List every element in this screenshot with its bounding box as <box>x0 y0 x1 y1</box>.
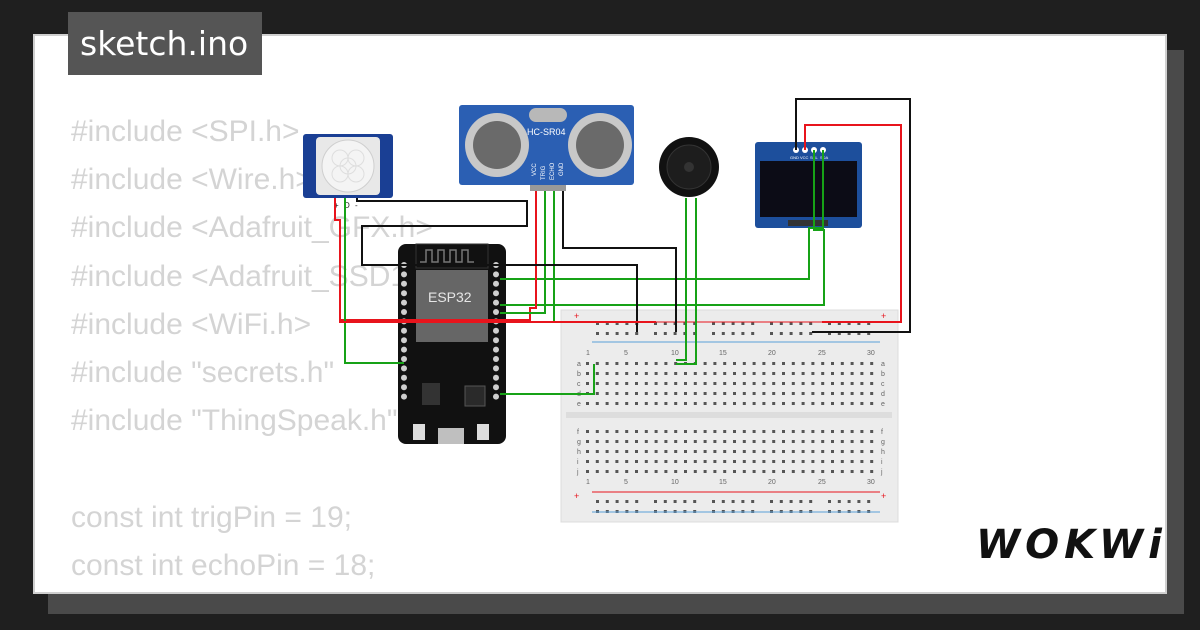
svg-text:g: g <box>881 439 885 446</box>
pir-pin-vcc: + <box>334 201 339 210</box>
svg-text:a: a <box>881 361 885 368</box>
wire-esp-buzzer <box>500 364 595 395</box>
pir-lens-pattern <box>331 149 365 183</box>
esp32-pin-headers <box>401 262 499 400</box>
column-number: 1 <box>586 350 590 357</box>
column-number: 10 <box>671 350 679 357</box>
rail-plus-label: + <box>881 311 886 321</box>
wire-buzzer-2 <box>676 198 697 365</box>
wire-ultra-trig <box>500 191 546 314</box>
svg-text:i: i <box>881 459 883 466</box>
column-number: 25 <box>818 350 826 357</box>
code-line: const int trigPin = 19; <box>71 500 352 534</box>
column-number: 30 <box>867 350 875 357</box>
buzzer[interactable] <box>659 137 719 197</box>
column-number: 30 <box>867 479 875 486</box>
svg-text:GND: GND <box>559 162 565 176</box>
pir-sensor[interactable]: + D - <box>303 134 393 210</box>
boot-button[interactable] <box>413 424 425 440</box>
pir-pin-gnd: - <box>355 201 358 210</box>
column-number: 1 <box>586 479 590 486</box>
svg-text:f: f <box>881 429 883 436</box>
svg-text:e: e <box>577 401 581 408</box>
column-number: 20 <box>768 350 776 357</box>
svg-text:SDA: SDA <box>820 155 829 160</box>
code-line: #include "secrets.h" <box>71 355 335 389</box>
code-line: #include <Wire.h> <box>71 163 313 197</box>
svg-text:GND: GND <box>790 155 799 160</box>
wire-oled-gnd <box>795 98 911 333</box>
svg-text:b: b <box>577 371 581 378</box>
svg-text:c: c <box>881 381 885 388</box>
esp32-shield <box>416 270 488 342</box>
svg-text:e: e <box>881 401 885 408</box>
rail-plus-label: + <box>574 491 579 501</box>
wires <box>334 98 911 395</box>
column-number: 15 <box>719 479 727 486</box>
svg-text:f: f <box>577 429 579 436</box>
code-preview: #include <SPI.h> #include <Wire.h> #includ… <box>71 108 500 590</box>
wire-pir-vcc <box>334 198 656 323</box>
wire-oled-scl <box>500 150 825 306</box>
svg-text:a: a <box>577 361 581 368</box>
ultrasonic-pin-labels: VCC TRIG ECHO GND <box>532 162 565 180</box>
code-line: const int echoPin = 18; <box>71 548 376 582</box>
code-line: #include <Adafruit_GFX.h> <box>71 211 433 245</box>
svg-text:j: j <box>880 469 883 476</box>
code-line: #include "ThingSpeak.h" <box>71 404 398 438</box>
code-line: #include <WiFi.h> <box>71 307 312 341</box>
svg-text:g: g <box>577 439 581 446</box>
row-letters: a b c d e a b c d e f g h i j f g h i j <box>576 361 885 476</box>
wire-oled-sda <box>500 150 824 280</box>
svg-text:VCC: VCC <box>800 155 809 160</box>
column-numbers-bottom: 1 5 10 15 20 25 30 <box>586 479 875 486</box>
svg-text:j: j <box>576 469 579 476</box>
wire-buzzer-1 <box>676 198 687 361</box>
wire-oled-vcc <box>804 124 902 323</box>
column-number: 10 <box>671 479 679 486</box>
column-number: 5 <box>624 479 628 486</box>
column-numbers-top: 1 5 10 15 20 25 30 <box>586 350 875 357</box>
svg-text:h: h <box>577 449 581 456</box>
usb-port <box>438 428 464 444</box>
wire-pir-out <box>344 198 404 364</box>
pir-pin-out: D <box>344 201 350 210</box>
rail-plus-label: + <box>574 311 579 321</box>
ultrasonic-label: HC-SR04 <box>527 127 566 137</box>
svg-text:VCC: VCC <box>532 163 538 176</box>
wire-ultra-gnd <box>562 191 677 332</box>
esp32-label: ESP32 <box>428 289 472 305</box>
svg-text:d: d <box>881 391 885 398</box>
svg-text:i: i <box>577 459 579 466</box>
svg-text:b: b <box>881 371 885 378</box>
breadboard[interactable]: + + + + 1 5 10 15 20 25 30 1 5 10 15 20 … <box>560 309 899 523</box>
column-number: 25 <box>818 479 826 486</box>
column-number: 20 <box>768 479 776 486</box>
filename-tab[interactable]: sketch.ino <box>68 12 263 75</box>
column-number: 15 <box>719 350 727 357</box>
svg-text:ECHO: ECHO <box>550 162 556 180</box>
code-line: #include <SPI.h> <box>71 115 300 148</box>
esp32-board[interactable]: ESP32 <box>398 243 506 444</box>
wokwi-logo: WOKWi <box>976 522 1167 568</box>
column-number: 5 <box>624 350 628 357</box>
wire-pir-gnd <box>356 198 638 332</box>
svg-text:c: c <box>577 381 581 388</box>
oled-display[interactable]: GND VCC SCL SDA <box>755 142 862 228</box>
ultrasonic-sensor[interactable]: HC-SR04 VCC TRIG ECHO GND <box>459 105 634 191</box>
reset-button[interactable] <box>477 424 489 440</box>
svg-text:h: h <box>881 449 885 456</box>
rail-plus-label: + <box>881 491 886 501</box>
svg-text:TRIG: TRIG <box>541 165 547 180</box>
